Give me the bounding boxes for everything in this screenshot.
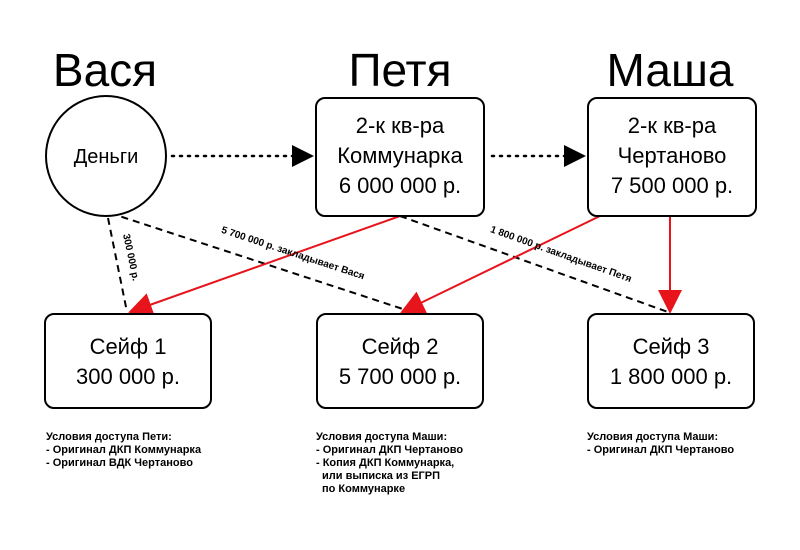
edge-money-to-safe1 [107,217,128,313]
safe-3-title: Сейф 3 [633,334,710,359]
safe-3-amount: 1 800 000 р. [610,364,732,389]
conditions-safe-3: Условия доступа Маши: - Оригинал ДКП Чер… [587,431,734,457]
apartment-kommunarka-line3: 6 000 000 р. [339,173,461,198]
apartment-kommunarka-line1: 2-к кв-ра [356,113,445,138]
conditions-safe-1-title: Условия доступа Пети: [46,431,172,443]
edge-money-to-safe2 [109,212,413,313]
edge-label-safe1: 300 000 р. [120,233,141,282]
safe-3-box [587,313,755,409]
money-label: Деньги [74,146,139,168]
person-vasya: Вася [53,44,157,96]
safe-1-title: Сейф 1 [90,334,167,359]
conditions-safe-3-title: Условия доступа Маши: [587,431,719,443]
safe-2-title: Сейф 2 [362,334,439,359]
edge-kommunarka-to-safe3 [399,215,669,313]
apartment-chertanovo-line3: 7 500 000 р. [611,173,733,198]
conditions-safe-2-item: - Оригинал ДКП Чертаново [316,444,464,456]
conditions-safe-3-item: - Оригинал ДКП Чертаново [587,444,735,456]
money-node [45,95,167,217]
red-arrow-chertanovo-to-safe2 [400,215,601,314]
apartment-kommunarka-line2: Коммунарка [337,143,463,168]
safe-1-box [44,313,212,409]
conditions-safe-1-item: - Оригинал ДКП Коммунарка [46,444,202,456]
apartment-chertanovo-line2: Чертаново [618,143,727,168]
safe-2-box [316,313,484,409]
conditions-safe-2-item: - Копия ДКП Коммунарка, [316,457,455,469]
conditions-safe-2-item: или выписка из ЕГРП [322,470,441,482]
conditions-safe-2-title: Условия доступа Маши: [316,431,448,443]
red-arrow-kommunarka-to-safe1 [128,215,401,316]
apartment-kommunarka-box [315,97,485,217]
conditions-safe-2-item: по Коммунарке [322,483,406,495]
safe-1-amount: 300 000 р. [76,364,180,389]
conditions-safe-1: Условия доступа Пети: - Оригинал ДКП Ком… [46,431,201,470]
conditions-safe-2: Условия доступа Маши: - Оригинал ДКП Чер… [316,431,463,496]
apartment-chertanovo-box [587,97,757,217]
person-masha: Маша [607,44,734,96]
apartment-chertanovo-line1: 2-к кв-ра [628,113,717,138]
person-petya: Петя [348,44,451,96]
safe-2-amount: 5 700 000 р. [339,364,461,389]
edge-label-safe3: 1 800 000 р. закладывает Петя [489,224,633,285]
conditions-safe-1-item: - Оригинал ВДК Чертаново [46,457,193,469]
